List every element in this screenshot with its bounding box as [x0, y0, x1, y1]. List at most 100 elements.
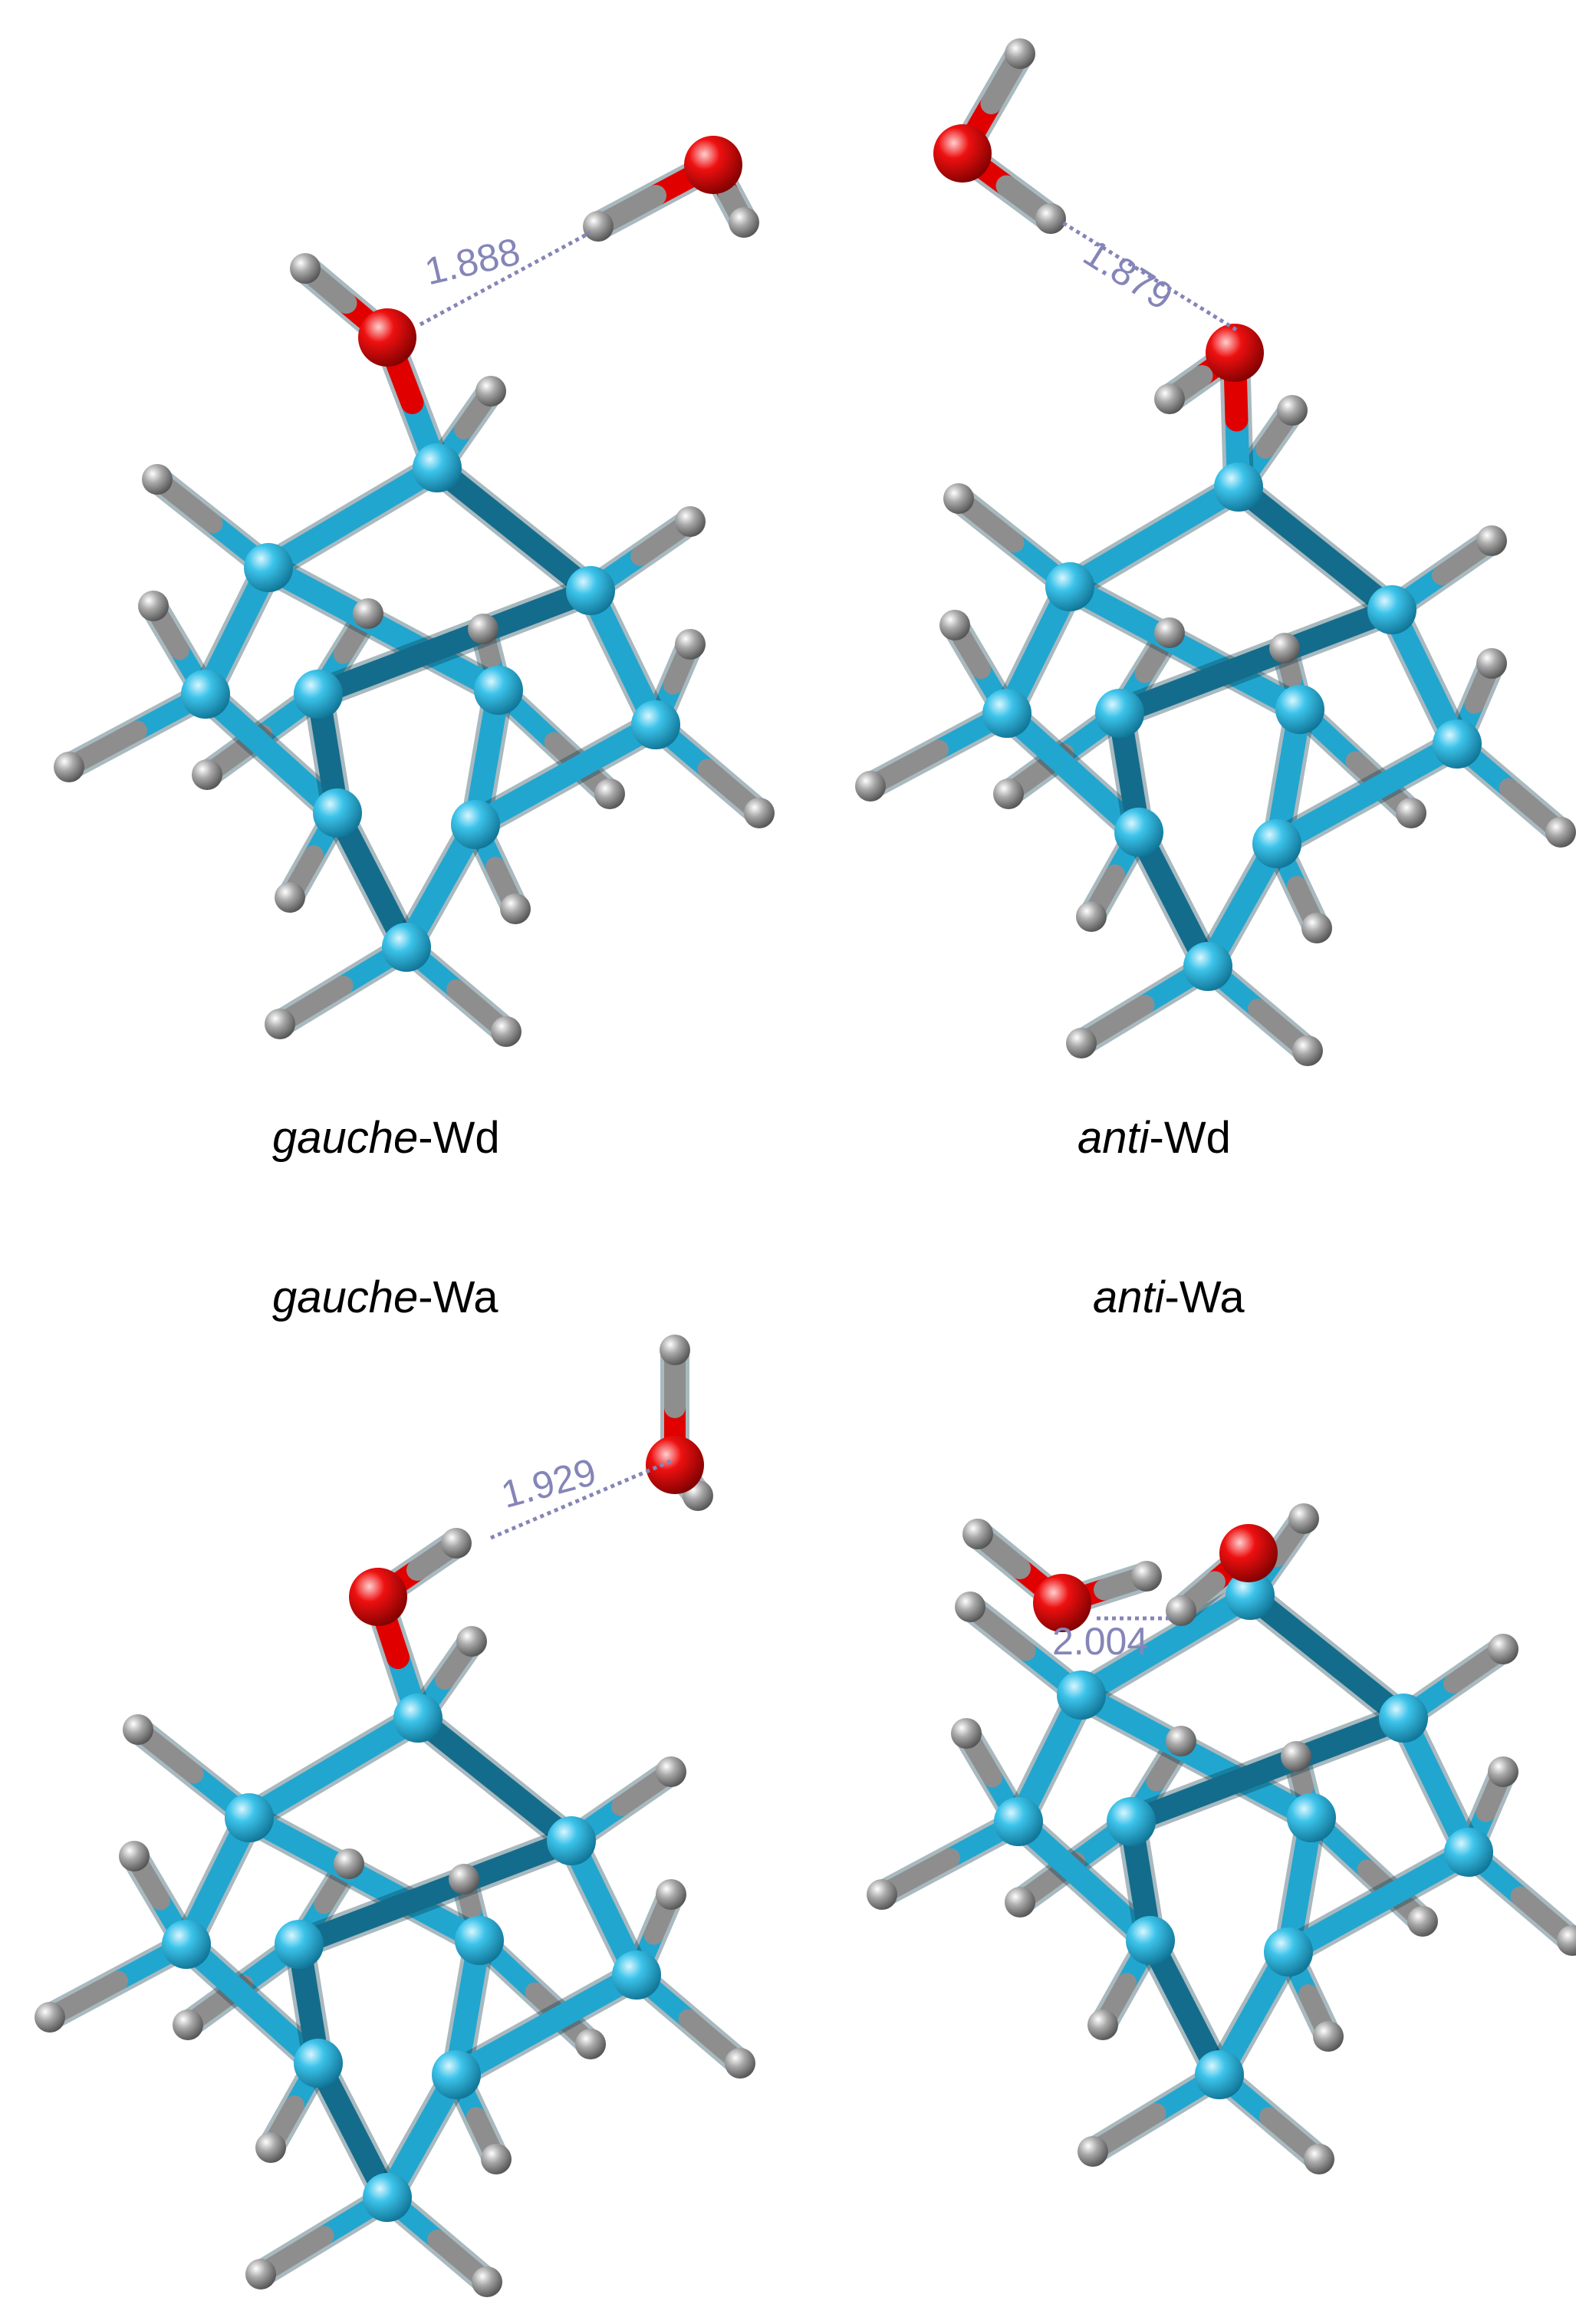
carbon-atom [294, 2039, 343, 2088]
water-oxygen-atom [933, 124, 992, 183]
hydrogen-atom [1407, 1906, 1438, 1937]
caption-suffix: -Wa [1164, 1272, 1245, 1322]
carbon-atom [1195, 2050, 1244, 2099]
c-c-bond [1235, 1580, 1419, 1733]
hydrogen-atom [1066, 1028, 1097, 1058]
water-oxygen-atom [646, 1436, 704, 1494]
hydrogen-atom [1166, 1726, 1196, 1756]
hydrogen-atom [1545, 817, 1576, 848]
hydrogen-atom [119, 1841, 150, 1871]
hydrogen-atom [955, 1592, 985, 1622]
hydrogen-atom [656, 1879, 686, 1910]
hydrogen-atom [951, 1718, 982, 1749]
oxygen-atom [1219, 1524, 1278, 1582]
carbon-atom [566, 566, 615, 615]
carbon-atom [982, 689, 1031, 738]
hydrogen-bond-line [490, 1459, 672, 1540]
water-hydrogen-atom [583, 211, 614, 242]
c-c-bond [253, 453, 452, 583]
water-hydrogen-atom [729, 207, 759, 238]
hydrogen-atom [1166, 1595, 1196, 1626]
hydrogen-atom [142, 464, 173, 495]
c-c-bond [234, 1703, 433, 1833]
oxygen-atom [358, 308, 416, 367]
hydrogen-atom [675, 629, 706, 660]
hydrogen-atom [449, 1864, 479, 1894]
hydrogen-atom [943, 483, 974, 514]
carbon-atom [1183, 942, 1232, 991]
hydrogen-atom [353, 598, 383, 629]
hydrogen-atom [456, 1626, 487, 1657]
caption-prefix: anti [1078, 1113, 1150, 1163]
hydrogen-atom [1281, 1741, 1311, 1772]
carbon-atom [1275, 685, 1324, 734]
hydrogen-atom [1557, 1925, 1576, 1956]
carbon-atom [275, 1920, 324, 1969]
carbon-atom [181, 670, 230, 719]
hydrogen-atom [481, 2144, 512, 2174]
carbon-atom [1107, 1797, 1156, 1846]
hydrogen-atom [1269, 633, 1300, 663]
hydrogen-atom [173, 2010, 203, 2040]
caption-suffix: -Wd [1149, 1113, 1231, 1163]
caption-anti-wa: anti-Wa [1093, 1276, 1245, 1320]
hydrogen-atom [500, 894, 531, 924]
hydrogen-atom [1476, 525, 1507, 556]
carbon-atom [162, 1920, 211, 1969]
hydrogen-atom [265, 1009, 295, 1039]
carbon-atom [225, 1793, 274, 1842]
water-hydrogen-atom [962, 1519, 993, 1549]
hydrogen-atom [993, 779, 1024, 809]
carbon-atom [313, 788, 362, 838]
hydrogen-atom [744, 798, 775, 828]
hydrogen-atom [472, 2266, 502, 2297]
water-hydrogen-atom [1131, 1561, 1162, 1592]
c-c-bond [1055, 472, 1254, 602]
caption-suffix: -Wd [418, 1113, 500, 1163]
hydrogen-atom [1078, 2136, 1108, 2167]
carbon-atom [363, 2173, 412, 2222]
carbon-atom [432, 2050, 481, 2099]
carbon-atom [294, 670, 343, 719]
hydrogen-atom [1154, 383, 1185, 414]
hydrogen-atom [855, 771, 886, 802]
c-c-bond [1223, 472, 1407, 625]
carbon-atom [1057, 1671, 1106, 1720]
carbon-atom [1126, 1916, 1175, 1965]
water-hydrogen-atom [660, 1335, 690, 1365]
hydrogen-atom [275, 882, 305, 913]
hbond-distance-label: 2.004 [1052, 1620, 1149, 1663]
hydrogen-atom [1488, 1634, 1518, 1664]
hydrogen-atom [594, 779, 625, 809]
hydrogen-atom [255, 2132, 286, 2163]
hydrogen-atom [491, 1016, 521, 1047]
carbon-atom [1045, 562, 1094, 611]
carbon-atom [1433, 719, 1482, 769]
carbon-atom [1264, 1927, 1313, 1977]
carbon-atom [1214, 462, 1263, 512]
water-hydrogen-atom [1005, 38, 1035, 69]
carbon-atom [612, 1950, 661, 2000]
carbon-atom [1444, 1828, 1493, 1877]
hydrogen-atom [35, 2002, 65, 2033]
water-oxygen-atom [684, 136, 742, 194]
carbon-atom [382, 923, 431, 972]
hydrogen-atom [1154, 617, 1185, 648]
carbon-atom [1226, 1571, 1275, 1620]
hydrogen-atom [1488, 1756, 1518, 1787]
hydrogen-atom [1313, 2021, 1344, 2052]
hydrogen-atom [1301, 913, 1332, 943]
hydrogen-atom [1277, 395, 1308, 426]
hydrogen-atom [1292, 1035, 1323, 1066]
carbon-atom [1287, 1793, 1336, 1842]
caption-prefix: gauche [272, 1272, 419, 1322]
hydrogen-atom [138, 591, 169, 621]
carbon-atom [451, 800, 500, 849]
hydrogen-atom [192, 759, 222, 790]
hydrogen-bond-line [1061, 220, 1238, 332]
carbon-atom [631, 700, 680, 749]
water-hydrogen-atom [1035, 203, 1066, 234]
hydrogen-atom [123, 1714, 153, 1745]
hydrogen-atom [725, 2048, 755, 2079]
